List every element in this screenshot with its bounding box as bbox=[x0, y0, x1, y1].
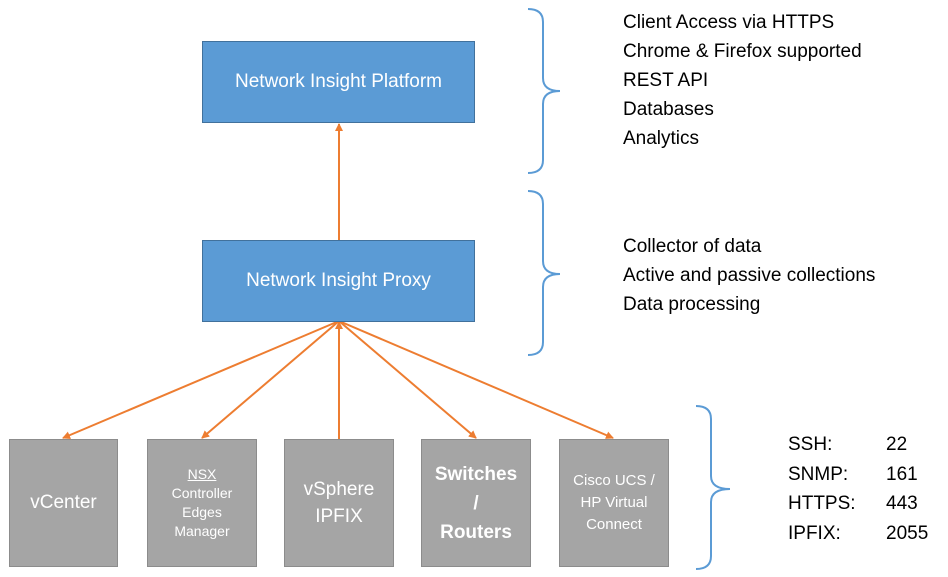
vcenter-label: vCenter bbox=[30, 492, 97, 513]
proxy-feature: Data processing bbox=[623, 294, 761, 315]
cisco-line-2: HP Virtual bbox=[580, 494, 648, 511]
platform-label: Network Insight Platform bbox=[235, 71, 442, 92]
platform-feature: Chrome & Firefox supported bbox=[623, 41, 862, 62]
arrow-proxy-to-vcenter bbox=[62, 320, 340, 439]
cisco-hp-box: Cisco UCS / HP Virtual Connect bbox=[559, 439, 669, 567]
arrow-proxy-to-switches bbox=[338, 320, 477, 439]
platform-features-list: Client Access via HTTPS Chrome & Firefox… bbox=[623, 8, 862, 153]
nsx-line-controller: Controller bbox=[171, 485, 233, 501]
network-insight-proxy-box: Network Insight Proxy bbox=[202, 240, 475, 322]
proxy-features-list: Collector of data Active and passive col… bbox=[623, 232, 875, 319]
port-number: 443 bbox=[886, 493, 918, 514]
switches-line-3: Routers bbox=[440, 521, 512, 543]
proxy-feature: Collector of data bbox=[623, 236, 762, 257]
nsx-box: NSX Controller Edges Manager bbox=[147, 439, 257, 567]
network-insight-platform-box: Network Insight Platform bbox=[202, 41, 475, 123]
port-protocol: HTTPS: bbox=[788, 493, 856, 514]
cisco-line-1: Cisco UCS / bbox=[573, 472, 655, 489]
proxy-label: Network Insight Proxy bbox=[246, 270, 431, 291]
port-number: 161 bbox=[886, 463, 918, 485]
port-row-ipfix: IPFIX: 2055 bbox=[788, 519, 936, 549]
port-row-https: HTTPS: 443 bbox=[788, 489, 936, 519]
platform-feature: REST API bbox=[623, 70, 709, 91]
port-protocol: SSH: bbox=[788, 434, 833, 455]
vsphere-line-1: vSphere bbox=[303, 479, 375, 500]
vsphere-line-2: IPFIX bbox=[315, 506, 363, 527]
port-protocol: SNMP: bbox=[788, 463, 849, 485]
port-row-snmp: SNMP: 161 bbox=[788, 460, 936, 490]
switches-line-2: / bbox=[473, 492, 479, 514]
nsx-line-manager: Manager bbox=[174, 523, 230, 539]
ports-table: SSH: 22 SNMP: 161 HTTPS: 443 IPFIX: 2055 bbox=[788, 430, 936, 548]
proxy-feature: Active and passive collections bbox=[623, 265, 876, 286]
platform-feature: Databases bbox=[623, 99, 714, 120]
switches-line-1: Switches bbox=[434, 463, 518, 485]
platform-feature: Analytics bbox=[623, 128, 700, 149]
vsphere-ipfix-box: vSphere IPFIX bbox=[284, 439, 394, 567]
port-protocol: IPFIX: bbox=[788, 522, 841, 544]
arrow-proxy-to-nsx bbox=[201, 320, 340, 439]
cisco-line-3: Connect bbox=[586, 516, 642, 533]
port-number: 2055 bbox=[886, 522, 929, 544]
port-row-ssh: SSH: 22 bbox=[788, 430, 936, 460]
vcenter-box: vCenter bbox=[9, 439, 118, 567]
nsx-title: NSX bbox=[187, 466, 217, 482]
brace-sources bbox=[695, 405, 731, 570]
brace-platform bbox=[527, 8, 561, 174]
nsx-line-edges: Edges bbox=[182, 504, 222, 520]
arrow-proxy-to-cisco bbox=[338, 320, 614, 439]
platform-feature: Client Access via HTTPS bbox=[623, 12, 835, 33]
switches-routers-box: Switches / Routers bbox=[421, 439, 531, 567]
brace-proxy bbox=[527, 190, 561, 356]
port-number: 22 bbox=[886, 434, 908, 455]
